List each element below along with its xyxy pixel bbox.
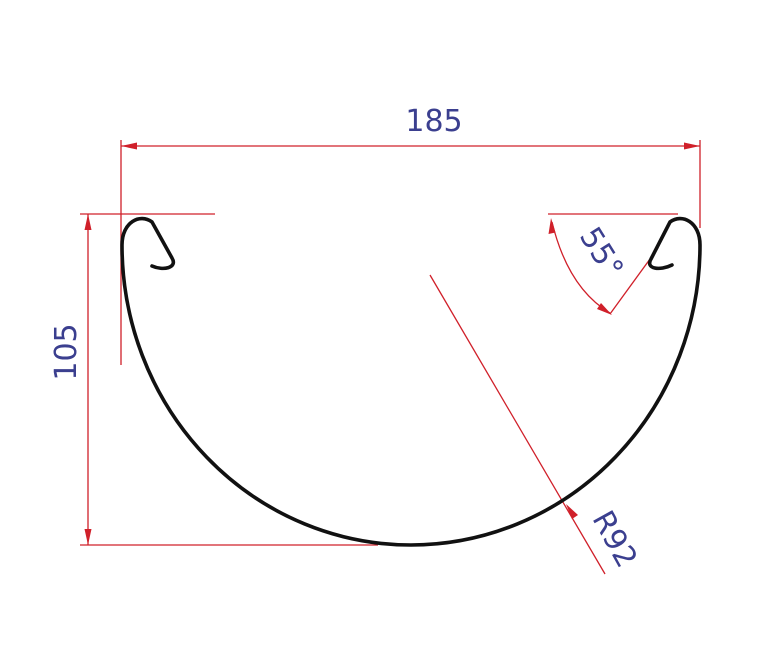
width-label: 185 [405,104,462,139]
width-dimension: 185 [120,104,701,365]
width-arrow-right [684,142,700,150]
radius-arrow [566,504,578,519]
height-dimension: 105 [49,213,378,546]
angle-arrow-top [548,218,556,234]
radius-dimension: R92 [429,274,644,575]
height-arrow-top [84,214,92,230]
height-arrow-bottom [84,529,92,545]
height-label: 105 [49,323,84,380]
angle-dimension: 55° [548,213,678,315]
radius-label: R92 [585,505,644,574]
angle-arrow-bottom [597,303,612,315]
radius-leader-line [429,274,606,575]
angle-label: 55° [572,221,630,285]
gutter-profile-outline [120,216,702,547]
width-arrow-left [121,142,137,150]
